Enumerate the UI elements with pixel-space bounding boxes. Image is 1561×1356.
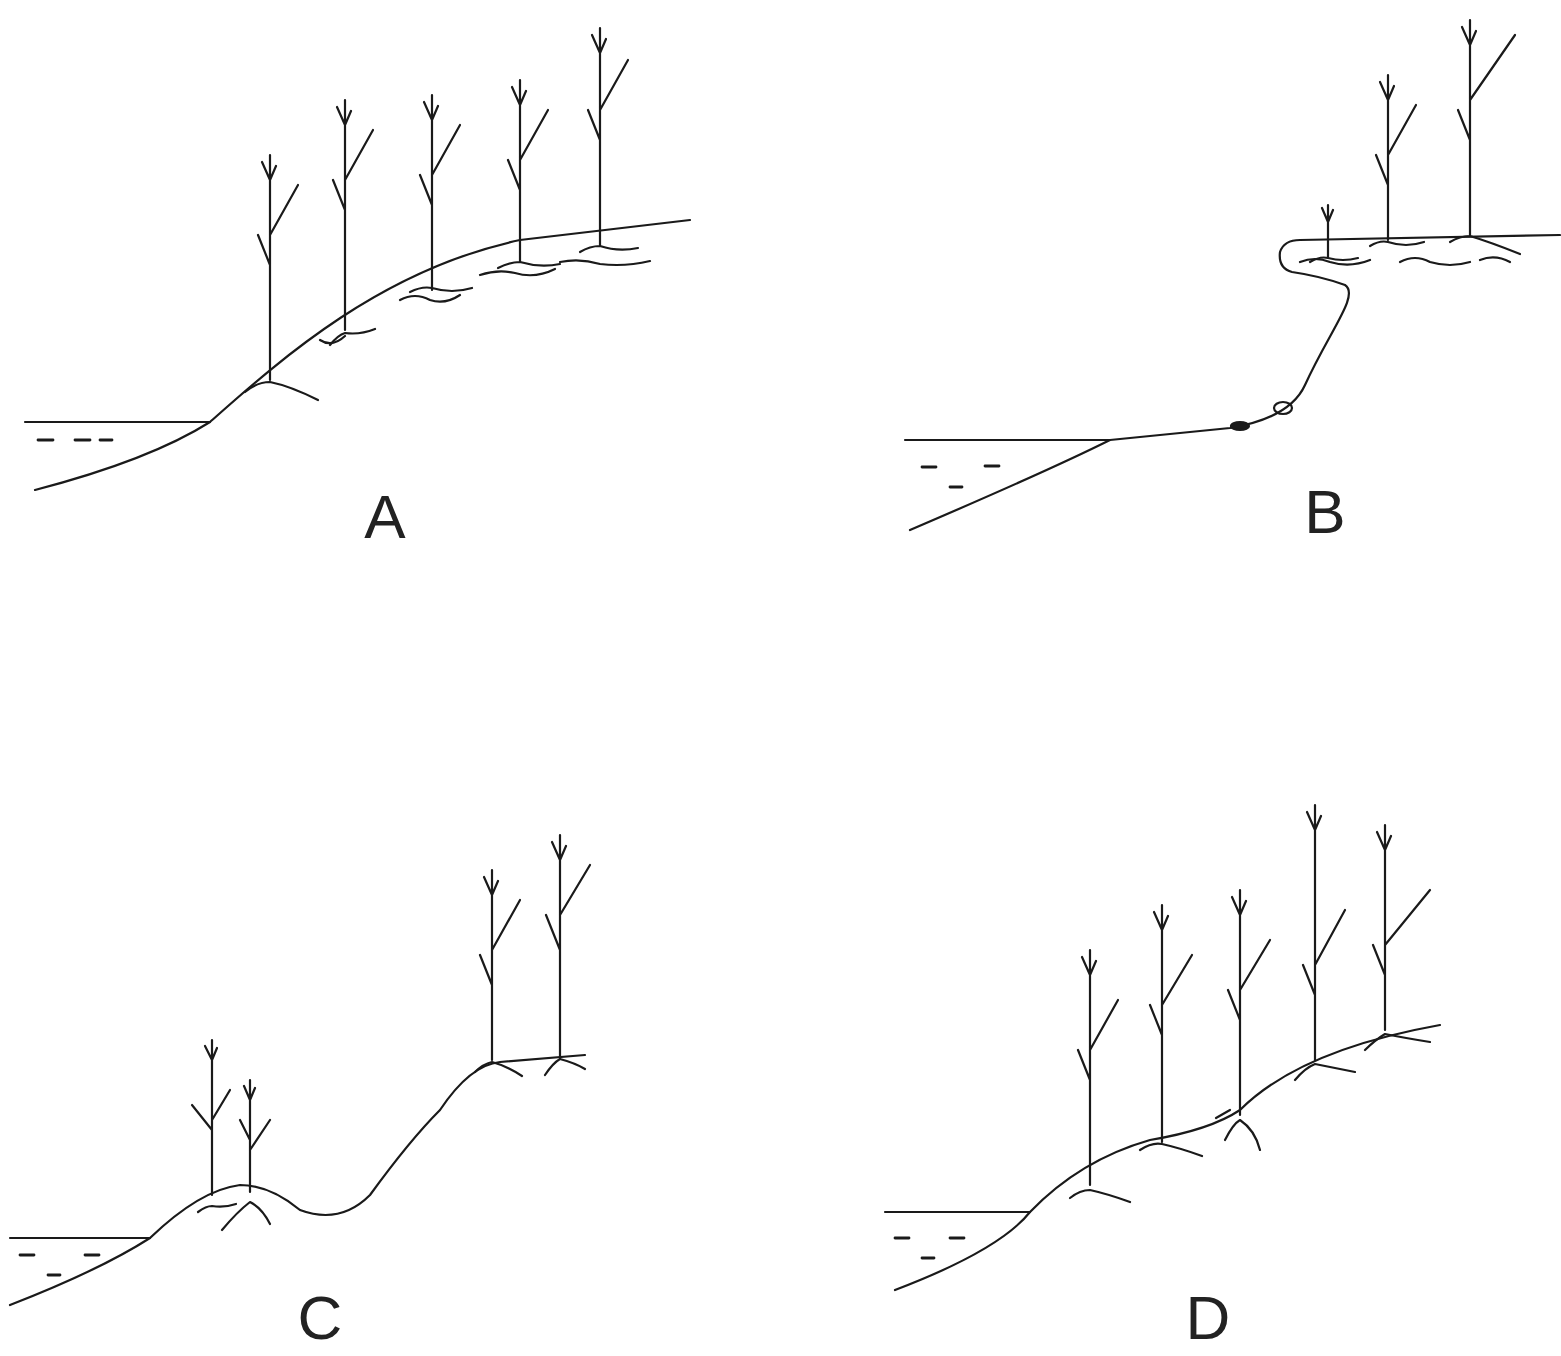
panel-letter: A [364,486,405,548]
bank-profile-c [10,1055,585,1305]
trees-c [192,835,590,1230]
panel-letter: B [1304,481,1345,543]
bank-profile-b [905,235,1560,530]
trees-a [245,28,638,400]
panel-letter: C [298,1287,343,1349]
trees-d [1070,805,1430,1202]
panel-letter: D [1186,1287,1231,1349]
trees-b [1310,20,1520,262]
bank-profile-a [25,220,690,490]
